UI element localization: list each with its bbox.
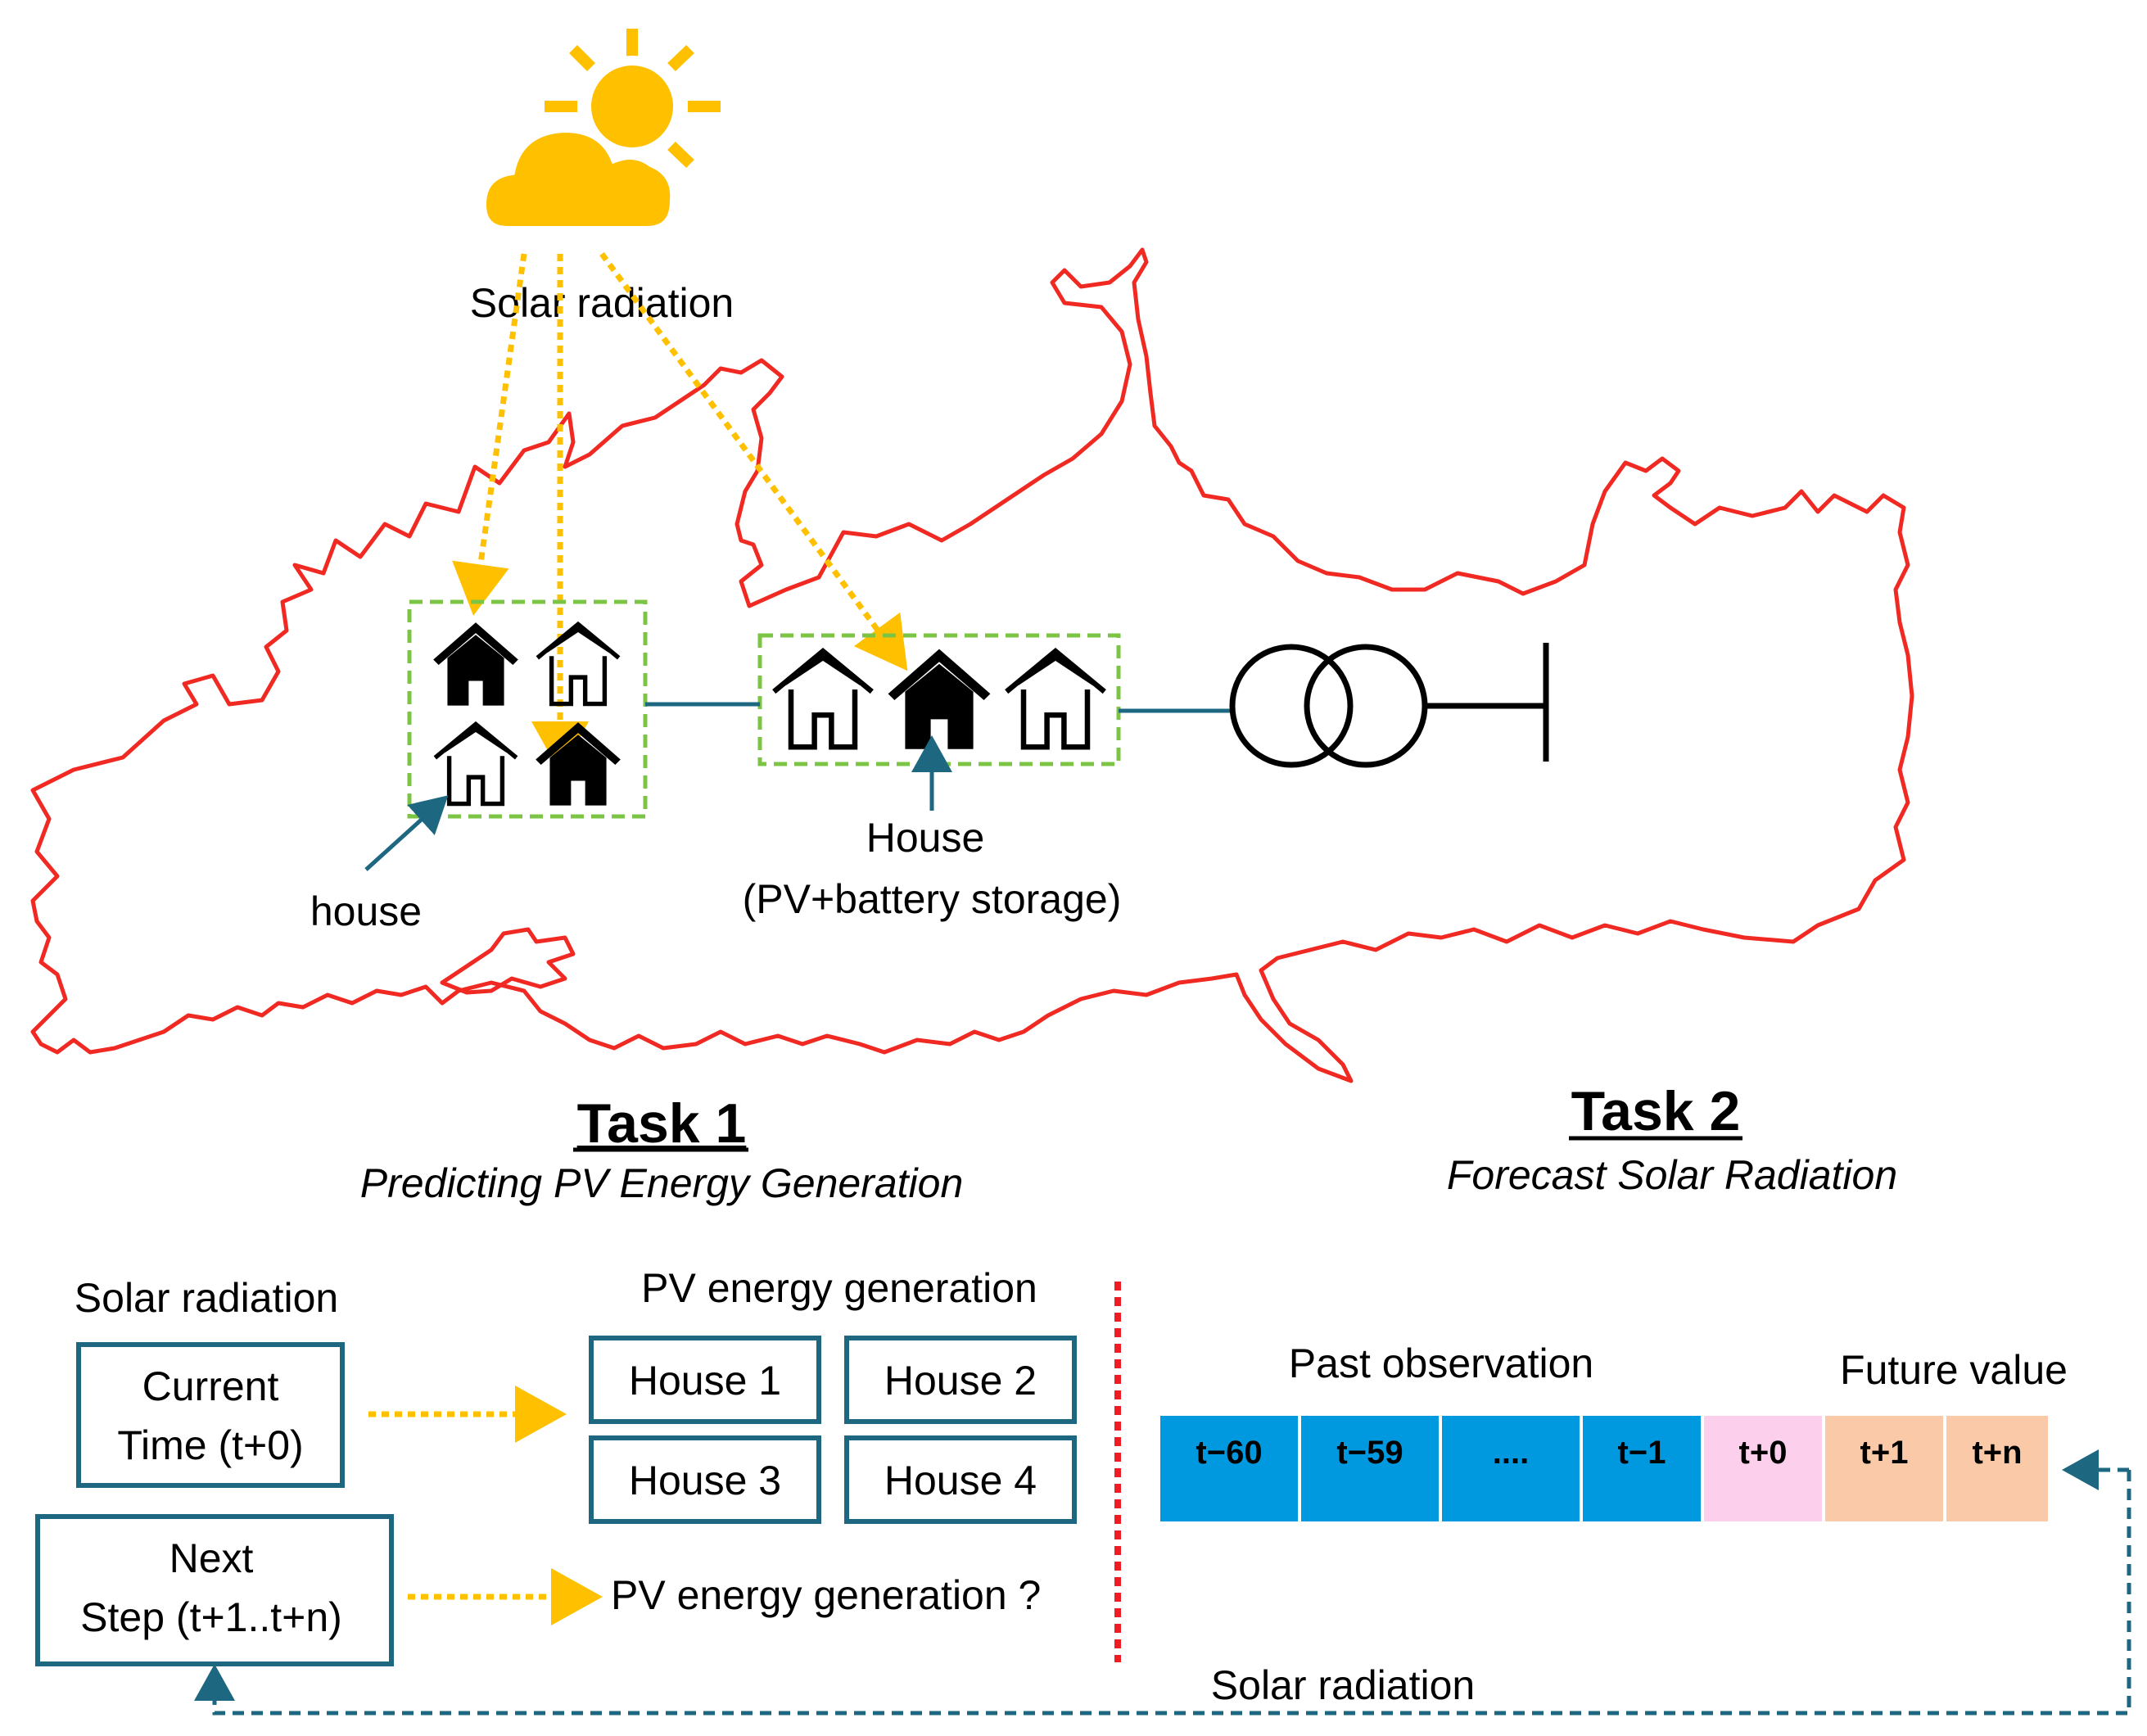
house-icon [774, 651, 872, 747]
task1-subtitle: Predicting PV Energy Generation [360, 1160, 964, 1206]
timeline-cell-future [1822, 1413, 1946, 1525]
map-solar-radiation-label: Solar radiation [470, 280, 734, 326]
task1-input-label: Solar radiation [75, 1275, 338, 1321]
house-label: house [310, 888, 422, 934]
house-icon [1006, 651, 1105, 747]
region-outline [30, 247, 1914, 1083]
timeline-cell-label: t+1 [1860, 1435, 1909, 1471]
house-2-box: House 2 [844, 1336, 1077, 1424]
task1-title: Task 1 [577, 1092, 747, 1155]
timeline-cell-label: t−1 [1618, 1435, 1666, 1471]
solar-arrow-1 [452, 253, 527, 616]
busbar-icon [1425, 643, 1549, 762]
timeline-cell-future [1943, 1413, 2051, 1525]
timeline-cell-label: t+n [1972, 1435, 2022, 1471]
solar-radiation-arrows [452, 251, 908, 773]
task2-title: Task 2 [1571, 1080, 1741, 1142]
task2-subtitle: Forecast Solar Radiation [1447, 1152, 1897, 1198]
timeline-cell-past [1298, 1413, 1442, 1525]
past-observation-label: Past observation [1289, 1340, 1593, 1386]
house-callout-arrow [364, 795, 449, 871]
timeline-cell-label: .... [1493, 1435, 1529, 1471]
timeline-cell-label: t−59 [1336, 1435, 1403, 1471]
solar-arrow-3 [599, 251, 908, 671]
task1-output-label: PV energy generation [641, 1265, 1037, 1311]
region-island [440, 927, 576, 995]
house-icon [435, 724, 516, 803]
house-1-box: House 1 [589, 1336, 821, 1424]
timeline-cell-label: t−60 [1196, 1435, 1262, 1471]
house-2-label: House 2 [884, 1358, 1037, 1404]
pv-house-label-line1: House [866, 815, 985, 861]
house-3-label: House 3 [629, 1458, 781, 1503]
timeline-cell-past [1439, 1413, 1583, 1525]
next-step-output: PV energy generation ? [611, 1572, 1041, 1618]
timeline-cell-label: t+0 [1739, 1435, 1788, 1471]
house-4-box: House 4 [844, 1435, 1077, 1524]
current-time-box: Current Time (t+0) [76, 1342, 345, 1488]
house-cluster-left [407, 599, 648, 819]
house-1-label: House 1 [629, 1358, 781, 1404]
region-map [30, 247, 1914, 1083]
feedback-loop-arrow [194, 1470, 2131, 1716]
next-step-line2: Step (t+1..t+n) [80, 1594, 342, 1640]
pv-house-label-line2: (PV+battery storage) [743, 876, 1122, 922]
house-icon [433, 622, 518, 706]
house-icon [536, 722, 621, 806]
timeline-strip: t−60 t−59.... t−1 t+0 t+1 t+n [1157, 1413, 2051, 1525]
current-time-line2: Time (t+0) [117, 1422, 303, 1468]
house-icon [537, 624, 618, 703]
timeline-cell-past [1580, 1413, 1704, 1525]
future-value-label: Future value [1840, 1347, 2068, 1393]
sun-behind-cloud-icon [479, 29, 721, 233]
feedback-label: Solar radiation [1211, 1662, 1475, 1708]
current-time-line1: Current [142, 1363, 279, 1409]
next-step-line1: Next [170, 1535, 254, 1581]
house-3-box: House 3 [589, 1435, 821, 1524]
house-icon [888, 649, 991, 749]
next-step-box: Next Step (t+1..t+n) [35, 1514, 394, 1666]
house-4-label: House 4 [884, 1458, 1037, 1503]
transformer-icon [1229, 644, 1428, 768]
